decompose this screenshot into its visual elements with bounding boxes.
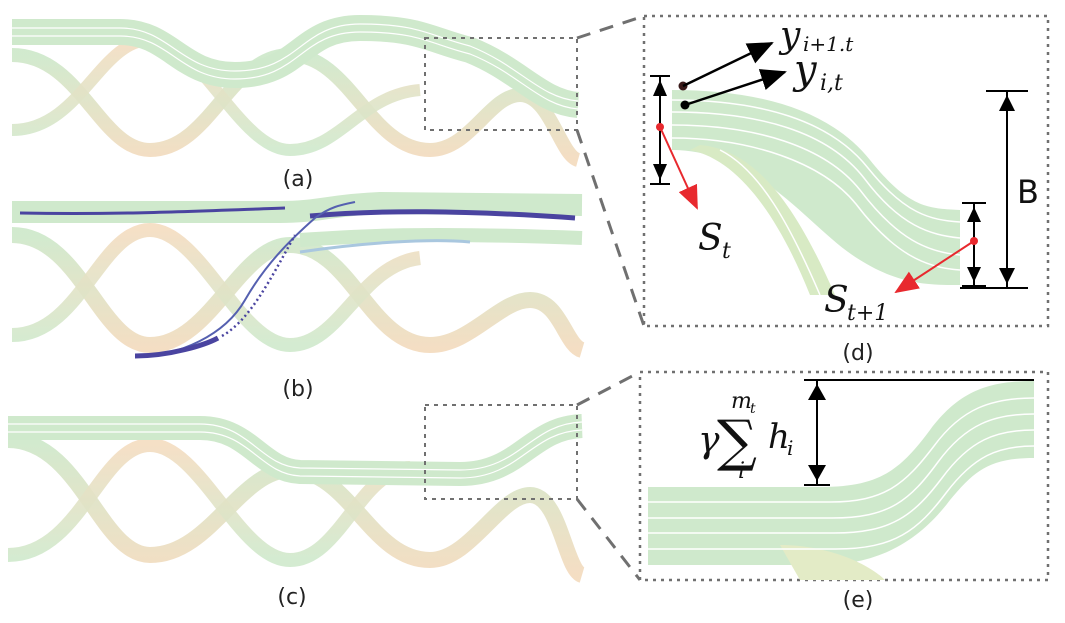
label-st1-sub: t+1 (847, 301, 888, 326)
caption-e: (e) (843, 588, 874, 613)
formula-term: h (768, 417, 790, 457)
panel-a-band-lines (12, 23, 579, 110)
panel-d-green-band (672, 90, 960, 285)
panel-b-green-band-2 (299, 227, 583, 247)
formula-term-sub: i (787, 436, 793, 460)
panel-b-orange-stream (11, 227, 586, 358)
panel-c-green-band (8, 414, 584, 487)
panel-e-green-band (648, 381, 1034, 565)
panel-d-frame (642, 14, 1050, 328)
panel-a-orange-stream (11, 47, 582, 167)
connector-c-bottom (575, 498, 642, 581)
panel-b: (b) (11, 191, 586, 402)
caption-d: (d) (842, 341, 873, 366)
connector-a-top (576, 14, 645, 40)
caption-c: (c) (277, 585, 306, 610)
panel-c: (c) (7, 404, 587, 610)
label-st1-base: S (824, 280, 849, 321)
panel-b-blue-thick (134, 335, 220, 359)
panel-c-zoom-box (424, 404, 578, 500)
panel-b-lightblue-trace (299, 239, 471, 254)
panel-d: y i+1.t y i,t S t S t+1 B (d) (642, 14, 1050, 366)
panel-b-green-band (12, 191, 583, 223)
panel-c-orange-stream (7, 432, 587, 583)
formula-lower: i (738, 459, 745, 484)
connector-c-top (576, 370, 641, 407)
panel-e-band-lines (648, 397, 1035, 550)
panel-b-orange-stream-2 (11, 222, 422, 353)
caption-b: (b) (282, 377, 313, 402)
panel-b-blue-trace-right (309, 209, 576, 221)
connector-a-bottom (575, 129, 646, 327)
formula-upper: m (731, 389, 752, 414)
panel-d-branch (690, 145, 835, 295)
formula-sigma: ∑ (717, 409, 757, 474)
label-y-curr-sub: i,t (820, 71, 843, 96)
panel-a-zoom-box (424, 37, 578, 131)
panel-a-green-band (12, 14, 580, 118)
panel-b-blue-diagonal (134, 201, 356, 358)
panel-e: γ ∑ m t i h i (e) (638, 370, 1050, 613)
panel-b-blue-dotted (221, 234, 297, 338)
label-b: B (1017, 173, 1039, 211)
panel-e-frame (638, 370, 1050, 582)
panel-a: (a) (11, 14, 582, 192)
label-st-base: S (698, 218, 723, 259)
panel-e-lower-branch (780, 545, 885, 580)
panel-d-band-lines (671, 99, 961, 296)
caption-a: (a) (283, 167, 314, 192)
label-y-next-base: y (778, 15, 801, 56)
formula-upper-sub: t (750, 401, 756, 417)
panel-c-band-lines (8, 421, 583, 479)
zoom-connectors (575, 14, 646, 581)
formula-gamma: γ (698, 420, 720, 461)
panel-b-blue-trace-top (19, 206, 286, 216)
label-y-curr-base: y (792, 47, 818, 93)
label-st-sub: t (722, 239, 731, 264)
label-y-next-sub: i+1.t (803, 32, 854, 56)
panel-c-orange-stream-2 (7, 437, 412, 568)
